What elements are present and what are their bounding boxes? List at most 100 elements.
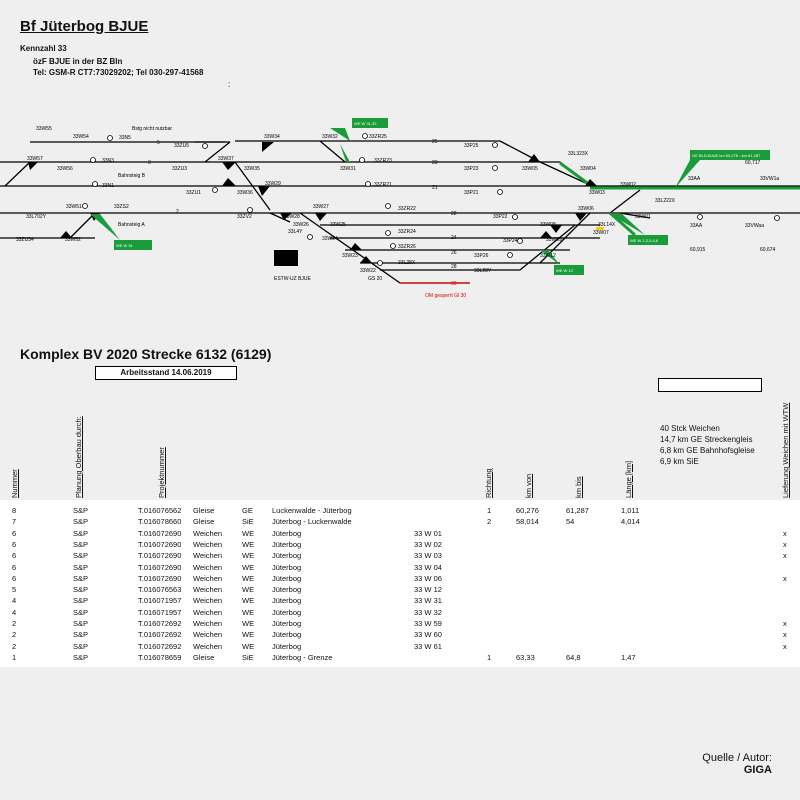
label-gleis28: 28	[451, 264, 457, 270]
cell-plan: S&P	[73, 619, 89, 628]
cell-nr: 4	[12, 596, 17, 606]
label-l4y: 33L4Y	[288, 229, 303, 235]
label-p23: 33P23	[464, 166, 479, 172]
label-p24: 33P24	[503, 238, 518, 244]
label-l14x: 33L14X	[598, 222, 616, 228]
label-w23: 33W23	[342, 253, 358, 259]
cell-ort: Jüterbog	[272, 551, 302, 561]
cell-proj: T.016072690	[138, 562, 182, 572]
label-gleis5: 5	[157, 140, 160, 146]
label-n5: 33N5	[119, 135, 131, 141]
green-callouts	[90, 118, 770, 275]
label-w28: 33W28	[284, 214, 300, 220]
cell-plan: S&P	[73, 641, 89, 651]
summary-weichen: 40 Stck Weichen	[660, 424, 720, 433]
cell-x: x	[783, 573, 787, 583]
label-bstg-nicht: Bstg nicht nutzbar	[132, 126, 172, 132]
cell-typ: WE	[242, 630, 255, 640]
label-n3: 33N3	[102, 158, 114, 164]
cell-art: Weichen	[193, 607, 223, 617]
callout-we-12: WE W 12	[556, 268, 574, 273]
summary-ge: 14,7 km GE Streckengleis	[660, 435, 753, 444]
label-p22: 33P22	[493, 214, 508, 220]
cell-km-bis: 61,287	[566, 506, 589, 515]
cell-proj: T.016076562	[138, 506, 182, 515]
label-gleis30: 30	[451, 281, 457, 287]
label-gleis22: 22	[451, 211, 457, 217]
cell-plan: S&P	[73, 630, 89, 640]
label-gleis25: 25	[432, 139, 438, 145]
label-zv2: 33ZV2	[237, 214, 252, 220]
switch-markers	[28, 142, 597, 263]
cell-nr: 6	[12, 539, 17, 549]
label-zu3: 33ZU3	[172, 166, 187, 172]
label-w52: 33W52	[65, 237, 81, 243]
cell-typ: SiE	[242, 652, 254, 662]
cell-nr: 2	[12, 619, 17, 628]
label-aa2: 33AA	[690, 223, 703, 229]
cell-typ: WE	[242, 551, 255, 561]
cell-km-bis: 54	[566, 517, 575, 527]
yellow-marker	[596, 227, 604, 230]
cell-plan: S&P	[73, 596, 89, 606]
tel-text: Tel: GSM-R CT7:73029202; Tel 030-297-415…	[33, 68, 204, 77]
cell-plan: S&P	[73, 573, 89, 583]
label-l323x: 33L323X	[568, 151, 589, 157]
cell-art: Weichen	[193, 641, 223, 651]
label-l28x: 33L28X	[398, 260, 416, 266]
label-w56: 33W56	[57, 166, 73, 172]
cell-nr: 5	[12, 585, 17, 595]
label-zr24: 33ZR24	[398, 229, 416, 235]
col-header-km-von: km von	[524, 473, 533, 498]
label-w03: 33W03	[589, 190, 605, 196]
cell-plan: S&P	[73, 528, 89, 538]
cell-x: x	[783, 539, 787, 549]
cell-x: x	[783, 630, 787, 640]
label-w02: 33W02	[620, 182, 636, 188]
source-credit: Quelle / Autor: GIGA	[702, 752, 772, 776]
label-vwaa: 33VWaa	[745, 223, 764, 229]
cell-proj: T.016078659	[138, 652, 182, 662]
cell-art: Weichen	[193, 551, 223, 561]
label-w34: 33W34	[264, 134, 280, 140]
label-w55: 33W55	[36, 126, 52, 132]
cell-typ: WE	[242, 585, 255, 595]
cell-plan: S&P	[73, 517, 89, 527]
cell-typ: WE	[242, 539, 255, 549]
cell-ort: Jüterbog	[272, 562, 302, 572]
cell-km-bis: 64,8	[566, 652, 581, 662]
cell-typ: GE	[242, 506, 253, 515]
cell-ort: Jüterbog - Luckenwalde	[272, 517, 352, 527]
label-w26: 33W26	[293, 222, 309, 228]
cell-weiche: 33 W 61	[414, 641, 442, 651]
label-om-gesperrt: OM gesperrt Gl 30	[425, 293, 466, 299]
label-w54: 33W54	[73, 134, 89, 140]
label-l222x: 33L222X	[655, 198, 676, 204]
page-title: Bf Jüterbog BJUE	[20, 18, 149, 35]
arbeitsstand-box: Arbeitsstand 14.06.2019	[95, 366, 237, 380]
label-w05: 33W05	[522, 166, 538, 172]
col-header-laenge: Länge [km]	[624, 460, 633, 498]
cell-ort: Jüterbog	[272, 528, 302, 538]
cell-x: x	[783, 551, 787, 561]
cell-weiche: 33 W 31	[414, 596, 442, 606]
cell-proj: T.016072692	[138, 630, 182, 640]
label-bahnsteig-a: Bahnsteig A	[118, 222, 145, 228]
label-gleis23: 23	[432, 160, 438, 166]
cell-ort: Jüterbog	[272, 573, 302, 583]
cell-nr: 2	[12, 641, 17, 651]
cell-typ: WE	[242, 528, 255, 538]
callout-we-1234-6: WE W 1,2,3,4,6	[630, 238, 659, 243]
label-w04: 33W04	[580, 166, 596, 172]
label-w51: 33W51	[66, 204, 82, 210]
cell-laenge: 4,014	[621, 517, 640, 527]
label-w35: 33W35	[244, 166, 260, 172]
cell-art: Weichen	[193, 596, 223, 606]
label-vw1a: 33VW1a	[760, 176, 779, 182]
cell-weiche: 33 W 04	[414, 562, 442, 572]
